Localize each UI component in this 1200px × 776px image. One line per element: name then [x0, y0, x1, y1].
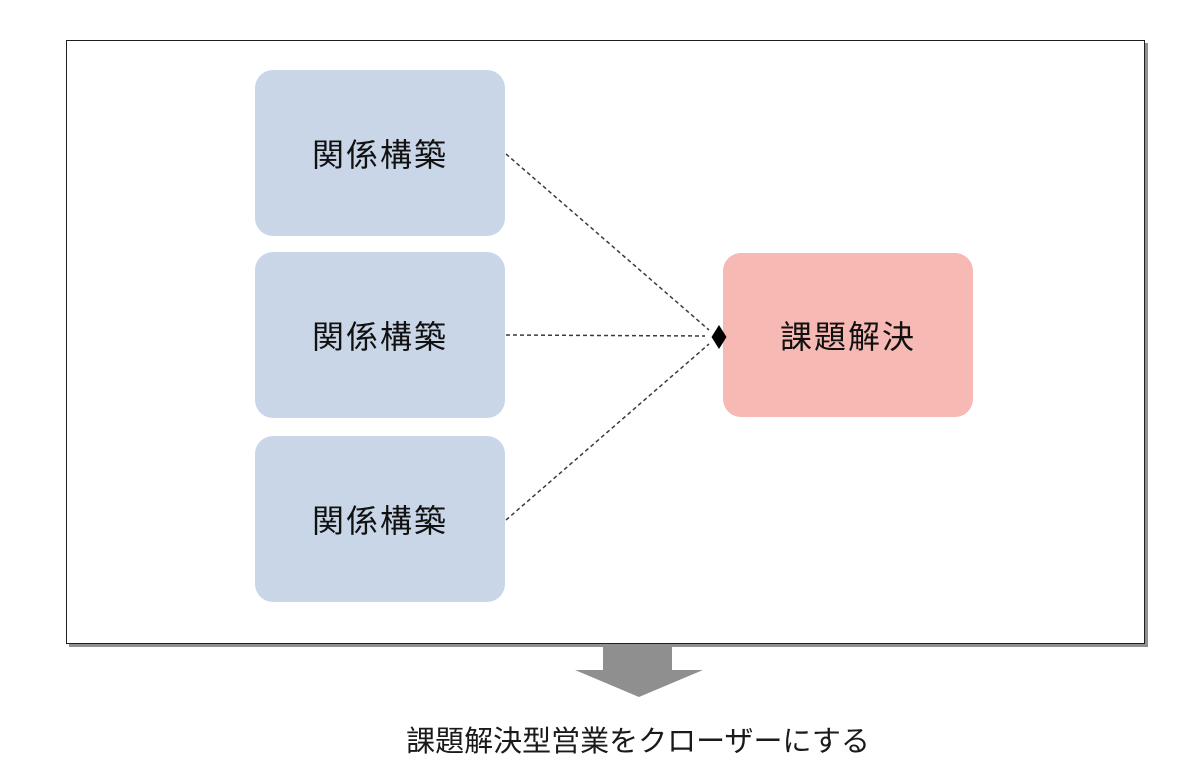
source-box-3-label: 関係構築	[311, 503, 448, 539]
target-box: 課題解決	[723, 253, 973, 417]
target-box-label: 課題解決	[779, 319, 916, 355]
source-box-1: 関係構築	[255, 70, 505, 236]
source-box-2: 関係構築	[255, 252, 505, 418]
diagram-caption: 課題解決型営業をクローザーにする	[406, 726, 870, 758]
diagram-frame	[66, 40, 1145, 644]
down-arrow-icon	[575, 647, 703, 697]
source-box-2-label: 関係構築	[311, 319, 448, 355]
source-box-1-label: 関係構築	[311, 137, 448, 173]
source-box-3: 関係構築	[255, 436, 505, 602]
